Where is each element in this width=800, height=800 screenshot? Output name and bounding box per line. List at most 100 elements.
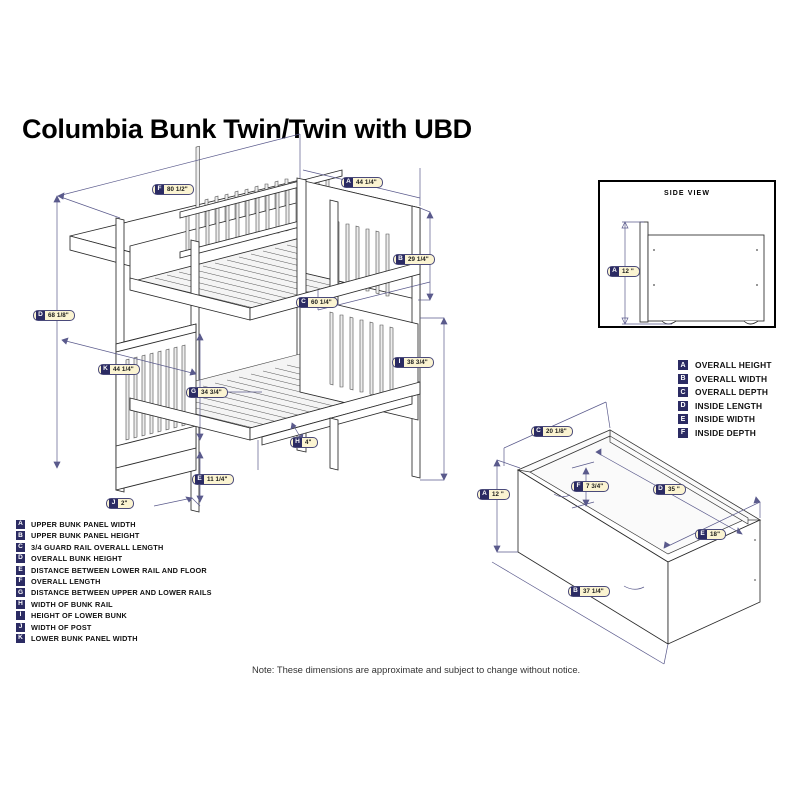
- legend-label: HEIGHT OF LOWER BUNK: [31, 611, 128, 621]
- callout-value: 60 1/4": [311, 299, 332, 306]
- callout-letter: B: [396, 255, 405, 264]
- callout-value: 18": [710, 531, 721, 538]
- legend-letter-badge: I: [16, 611, 25, 621]
- legend-label: WIDTH OF BUNK RAIL: [31, 599, 113, 609]
- callout-value: 4": [305, 439, 312, 446]
- callout-letter: I: [395, 358, 404, 367]
- legend-label: 3/4 GUARD RAIL OVERALL LENGTH: [31, 542, 164, 552]
- legend-letter-badge: F: [678, 427, 688, 438]
- drawer-legend-item-row: B OVERALL WIDTH: [678, 373, 772, 384]
- callout-letter: K: [101, 365, 110, 374]
- callout-letter: C: [534, 427, 543, 436]
- callout-value: 44 1/4": [356, 179, 377, 186]
- callout-value: 34 3/4": [201, 389, 222, 396]
- side-view-title: SIDE VIEW: [663, 190, 711, 197]
- drawer-legend-item-row: E INSIDE WIDTH: [678, 414, 772, 425]
- callout-value: 2": [121, 500, 128, 507]
- bunk-legend-item-row: I HEIGHT OF LOWER BUNK: [16, 611, 212, 621]
- legend-label: INSIDE LENGTH: [695, 400, 763, 411]
- page-title: Columbia Bunk Twin/Twin with UBD: [22, 114, 472, 144]
- legend-label: UPPER BUNK PANEL WIDTH: [31, 520, 136, 529]
- callout-value: 29 1/4": [408, 256, 429, 263]
- legend-label: OVERALL WIDTH: [695, 373, 768, 384]
- bunk-legend-item-row: E DISTANCE BETWEEN LOWER RAIL AND FLOOR: [16, 565, 212, 575]
- callout-value: 12 ": [492, 491, 504, 498]
- callout-value: 11 1/4": [207, 476, 228, 483]
- callout-value: 44 1/4": [113, 366, 134, 373]
- legend-letter-badge: D: [16, 554, 25, 564]
- callout-letter: D: [36, 311, 45, 320]
- legend-letter-badge: H: [16, 599, 25, 609]
- callout-letter: H: [293, 438, 302, 447]
- disclaimer-note: Note: These dimensions are approximate a…: [252, 664, 581, 675]
- legend-letter-badge: E: [678, 414, 688, 425]
- legend-letter-badge: D: [678, 400, 688, 411]
- bunk-bed-geometry: [69, 145, 421, 513]
- callout-letter: A: [480, 490, 489, 499]
- bunk-legend-item-row: G DISTANCE BETWEEN UPPER AND LOWER RAILS: [16, 588, 212, 598]
- callout-letter: B: [571, 587, 580, 596]
- legend-letter-badge: K: [16, 633, 25, 643]
- legend-letter-badge: J: [16, 622, 25, 632]
- legend-label: DISTANCE BETWEEN LOWER RAIL AND FLOOR: [31, 565, 207, 575]
- bunk-legend-item-row: K LOWER BUNK PANEL WIDTH: [16, 633, 212, 643]
- callout-letter: E: [698, 530, 707, 539]
- legend-letter-badge: B: [678, 373, 688, 384]
- callout-value: 7 3/4": [586, 483, 604, 490]
- callout-letter: A: [344, 178, 353, 187]
- callout-value: 80 1/2": [167, 186, 188, 193]
- side-view-callout-a: A 12 ": [607, 266, 640, 277]
- legend-letter-badge: G: [16, 588, 25, 598]
- callout-letter: C: [299, 298, 308, 307]
- legend-label: LOWER BUNK PANEL WIDTH: [31, 633, 138, 643]
- callout-value: 37 1/4": [583, 588, 604, 595]
- legend-letter-badge: F: [16, 576, 25, 586]
- legend-label: INSIDE WIDTH: [695, 414, 756, 425]
- callout-letter: F: [155, 185, 164, 194]
- legend-letter-badge: C: [678, 387, 688, 398]
- legend-label: UPPER BUNK PANEL HEIGHT: [31, 531, 140, 541]
- callout-letter: A: [610, 267, 619, 276]
- bunk-legend-item-row: J WIDTH OF POST: [16, 622, 212, 632]
- callout-letter: E: [195, 475, 204, 484]
- drawer-legend-item-row: D INSIDE LENGTH: [678, 400, 772, 411]
- drawer-legend-item-row: C OVERALL DEPTH: [678, 387, 772, 398]
- callout-value: 68 1/8": [48, 312, 69, 319]
- callout-value: 20 1/8": [546, 428, 567, 435]
- callout-value: 38 3/4": [407, 359, 428, 366]
- legend-label: INSIDE DEPTH: [695, 427, 757, 438]
- callout-value: 35 ": [668, 486, 680, 493]
- callout-letter: D: [656, 485, 665, 494]
- legend-letter-badge: C: [16, 542, 25, 552]
- callout-letter: G: [189, 388, 198, 397]
- legend-letter-badge: E: [16, 565, 25, 575]
- drawer-legend-item-row: F INSIDE DEPTH: [678, 427, 772, 438]
- callout-letter: J: [109, 499, 118, 508]
- legend-label: DISTANCE BETWEEN UPPER AND LOWER RAILS: [31, 588, 212, 598]
- legend-label: OVERALL DEPTH: [695, 387, 769, 398]
- legend-letter-badge: A: [678, 360, 688, 370]
- legend-label: WIDTH OF POST: [31, 622, 92, 632]
- bunk-legend-item-row: C 3/4 GUARD RAIL OVERALL LENGTH: [16, 542, 212, 552]
- bunk-legend-item-row: H WIDTH OF BUNK RAIL: [16, 599, 212, 609]
